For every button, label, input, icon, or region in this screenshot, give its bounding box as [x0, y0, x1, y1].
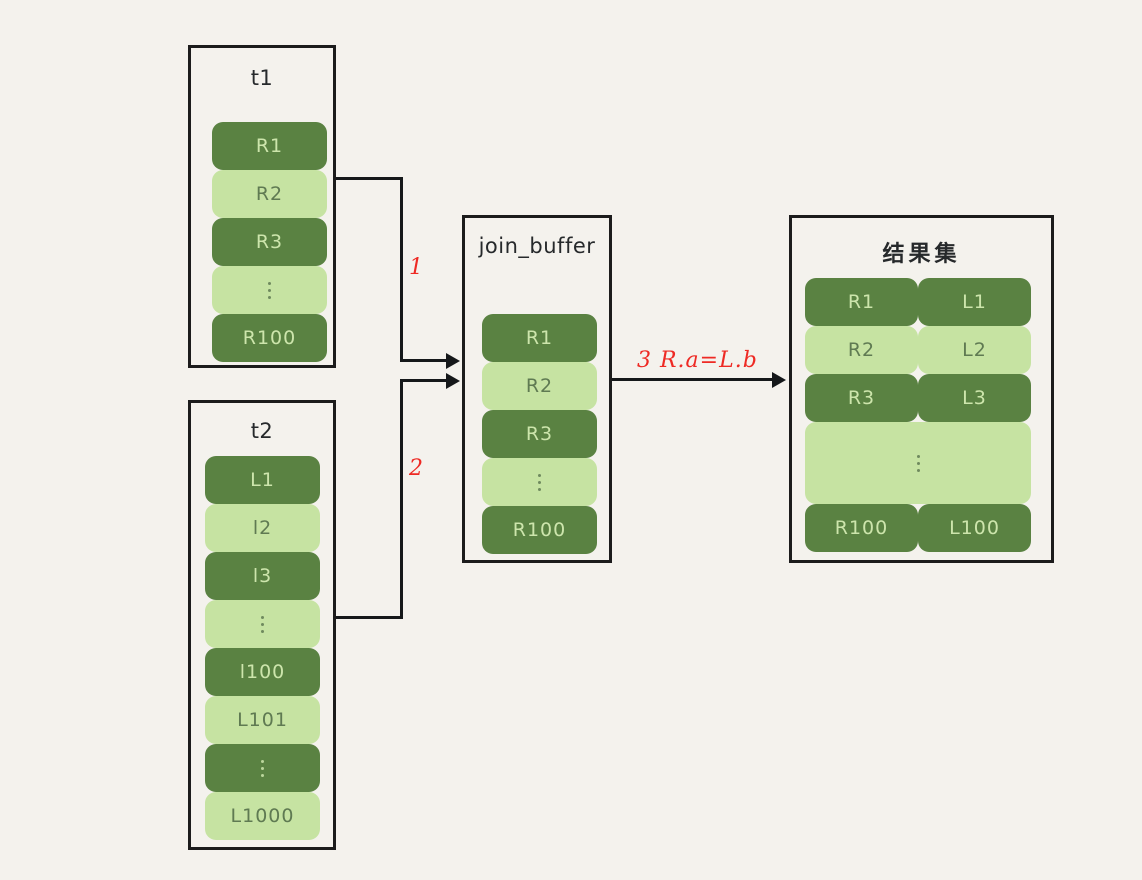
result-cell-ellipsis: [805, 422, 1031, 504]
result-cell-r1: R1: [805, 278, 918, 326]
annotation-step-1: 1: [409, 255, 423, 280]
table-cell-t2-l1: L1: [205, 456, 320, 504]
table-cell-t1-ellipsis: [212, 266, 327, 314]
result-cell-l2: L2: [918, 326, 1031, 374]
table-cell-t2-l3: l3: [205, 552, 320, 600]
join-buffer-cell-r100: R100: [482, 506, 597, 554]
result-cell-l100: L100: [918, 504, 1031, 552]
join-buffer-cell-r2: R2: [482, 362, 597, 410]
table-cell-t2-l101: L101: [205, 696, 320, 744]
table-title-t1: t1: [250, 66, 274, 90]
table-cell-t2-l100: l100: [205, 648, 320, 696]
connector-1-segment-vertical: [400, 177, 403, 362]
table-cell-t2-l2: l2: [205, 504, 320, 552]
annotation-step-2: 2: [409, 456, 423, 481]
result-cell-l1: L1: [918, 278, 1031, 326]
connector-2-segment-horizontal-bottom: [336, 616, 403, 619]
join-buffer-cell-r3: R3: [482, 410, 597, 458]
connector-2-arrowhead: [446, 373, 460, 389]
table-cell-t2-ellipsis-1: [205, 600, 320, 648]
connector-1-segment-horizontal-bottom: [400, 359, 448, 362]
table-cell-t1-r1: R1: [212, 122, 327, 170]
table-cell-t2-l1000: L1000: [205, 792, 320, 840]
connector-3-segment-horizontal: [612, 378, 774, 381]
table-title-t2: t2: [250, 419, 274, 443]
connector-1-arrowhead: [446, 353, 460, 369]
connector-2-segment-vertical: [400, 379, 403, 619]
join-buffer-cell-r1: R1: [482, 314, 597, 362]
result-set-title: 结果集: [882, 242, 961, 267]
connector-1-segment-horizontal-top: [336, 177, 403, 180]
join-buffer-cell-ellipsis: [482, 458, 597, 506]
connector-3-arrowhead: [772, 372, 786, 388]
result-cell-r100: R100: [805, 504, 918, 552]
table-cell-t2-ellipsis-2: [205, 744, 320, 792]
result-cell-r3: R3: [805, 374, 918, 422]
table-cell-t1-r2: R2: [212, 170, 327, 218]
table-cell-t1-r3: R3: [212, 218, 327, 266]
vertical-ellipsis-icon: [916, 454, 920, 472]
join-buffer-title: join_buffer: [478, 234, 596, 258]
result-cell-r2: R2: [805, 326, 918, 374]
connector-2-segment-horizontal-top: [400, 379, 448, 382]
result-cell-l3: L3: [918, 374, 1031, 422]
vertical-ellipsis-icon: [261, 759, 264, 777]
annotation-join-condition: 3 R.a=L.b: [637, 348, 758, 373]
vertical-ellipsis-icon: [538, 473, 541, 491]
vertical-ellipsis-icon: [268, 281, 271, 299]
vertical-ellipsis-icon: [261, 615, 264, 633]
table-cell-t1-r100: R100: [212, 314, 327, 362]
